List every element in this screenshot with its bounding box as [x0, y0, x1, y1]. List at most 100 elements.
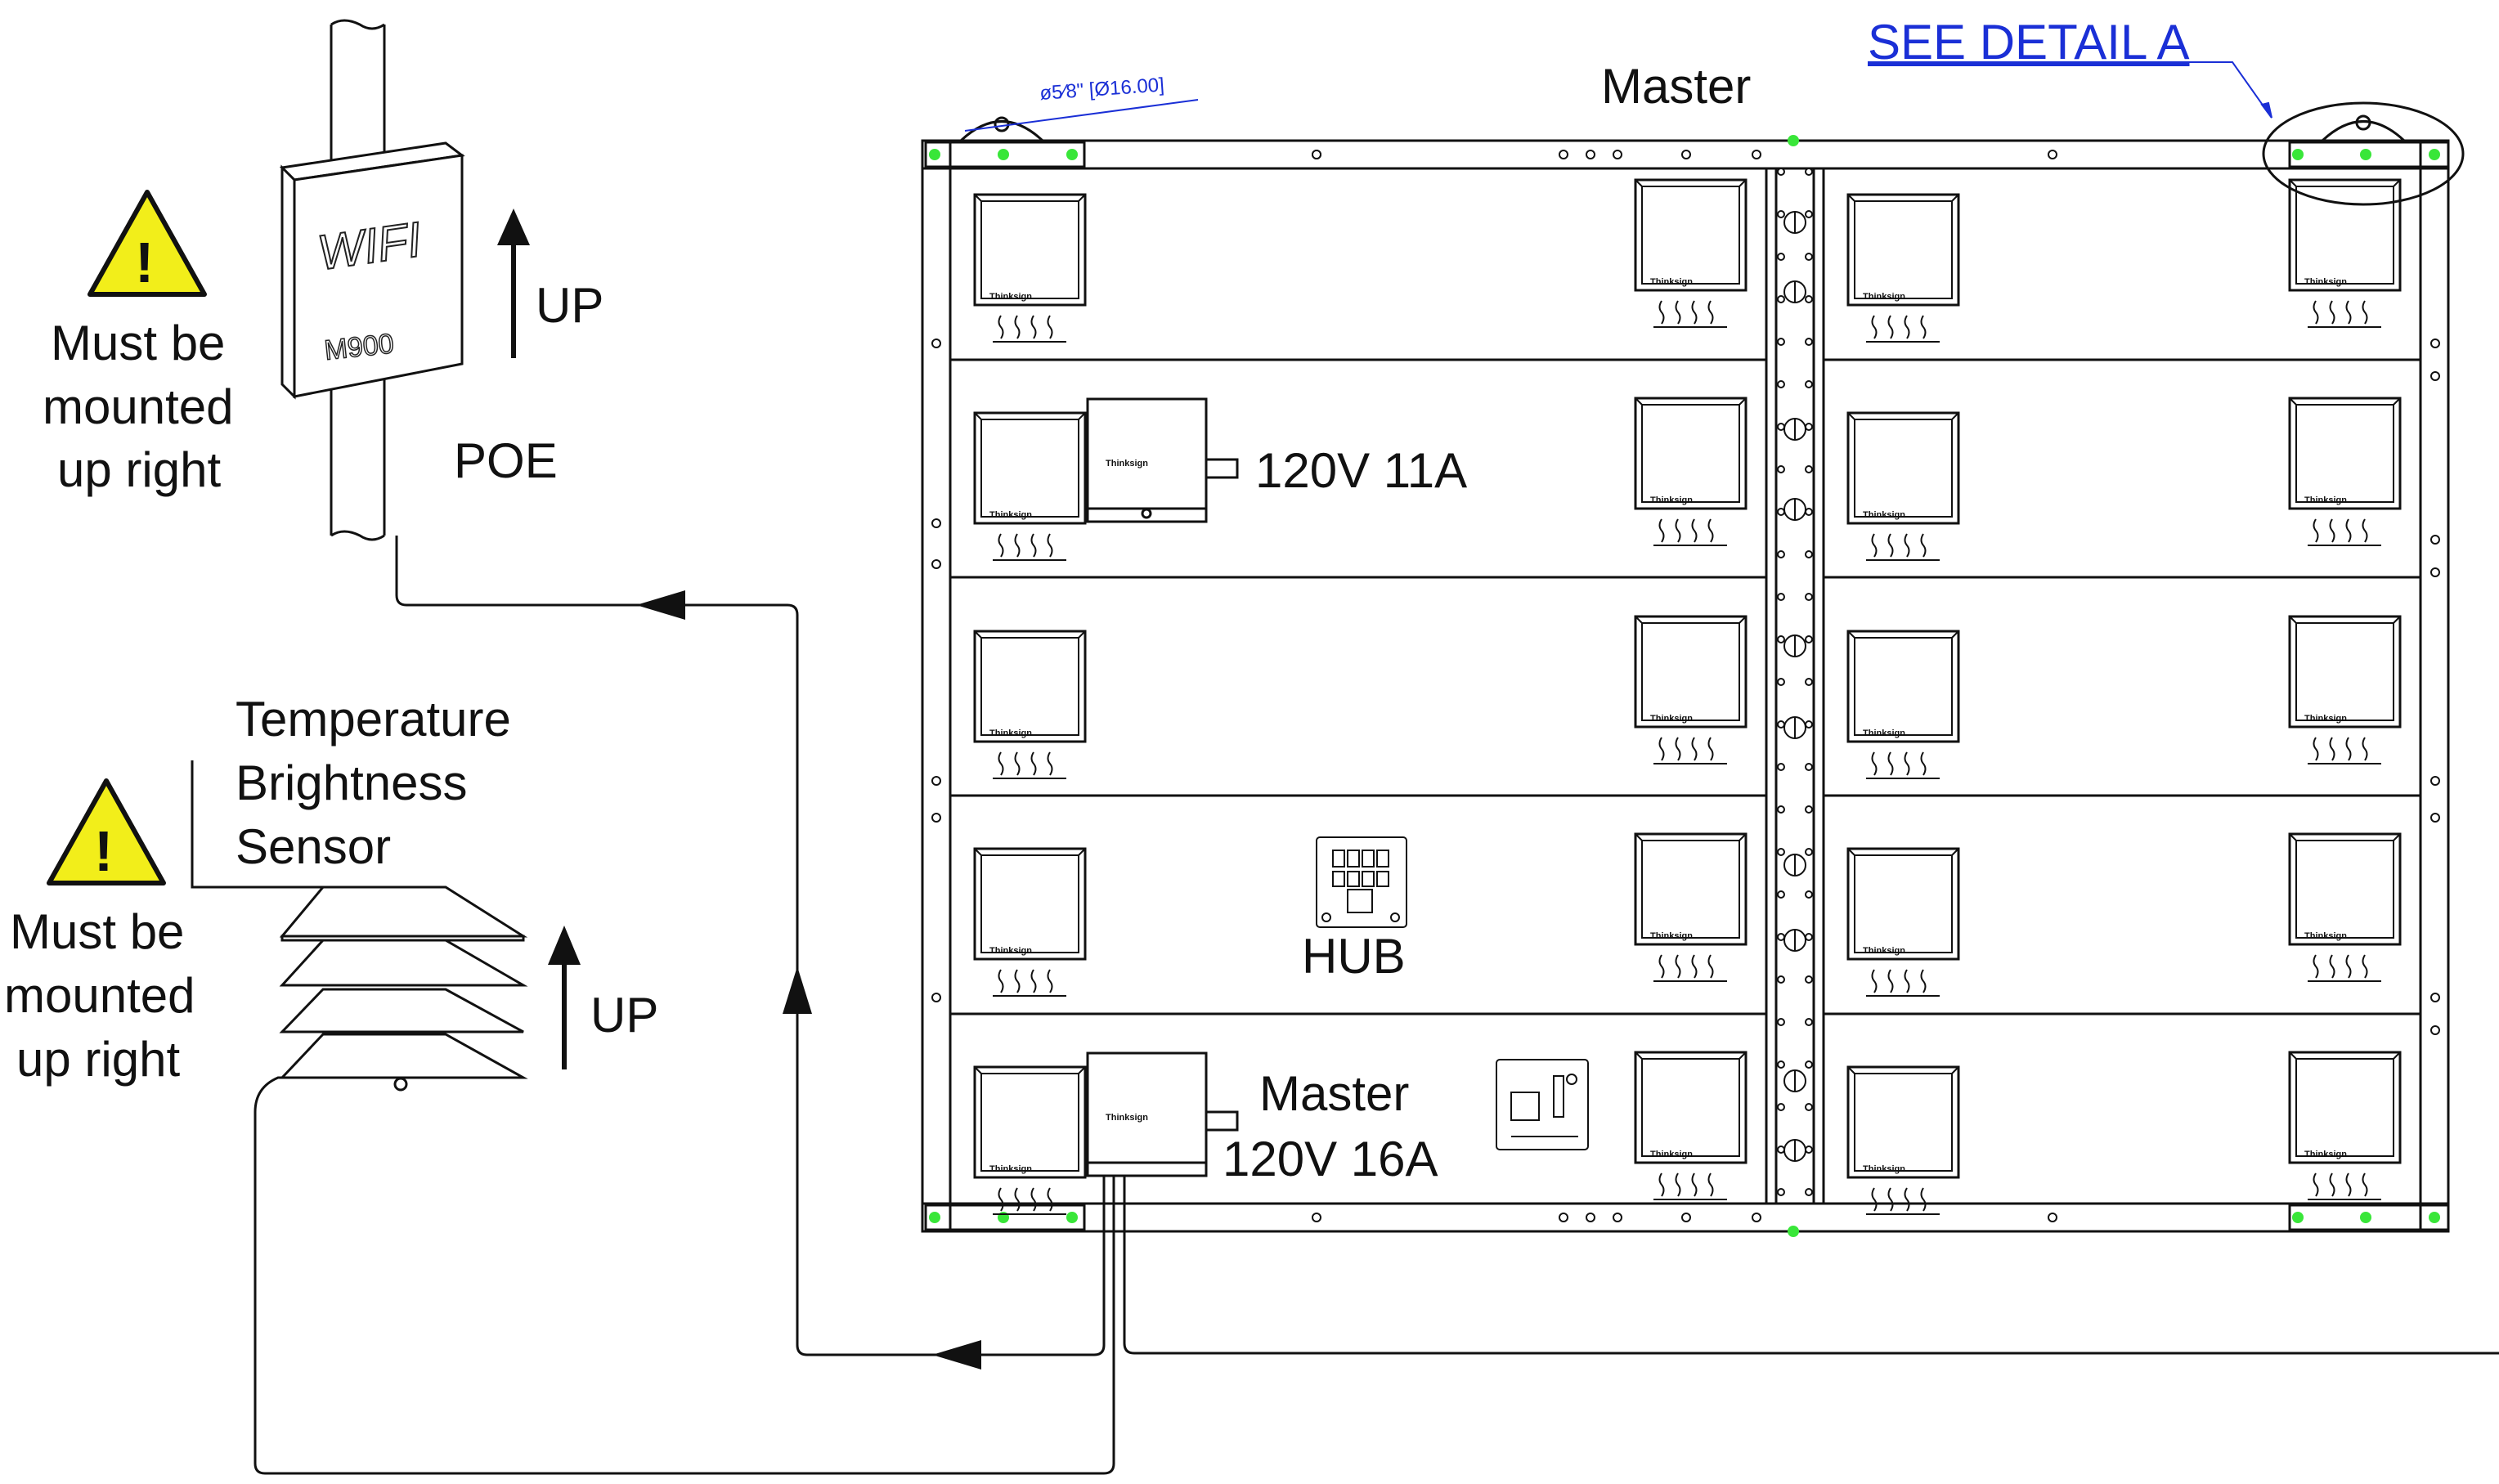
master-power-supply: Thinksign	[1086, 1051, 1239, 1177]
corner-brackets	[924, 114, 2450, 1231]
frame-hole	[2430, 993, 2440, 1002]
frame-hole	[931, 993, 941, 1002]
wifi-up-label: UP	[536, 278, 603, 333]
bar-hole	[1777, 550, 1785, 558]
rail-hole	[1613, 1213, 1622, 1222]
module-brand: Thinksign	[989, 292, 1032, 302]
module-brand: Thinksign	[1863, 1164, 1905, 1174]
led-module: Thinksign	[2288, 615, 2402, 764]
warning-1-line-1: Must be	[51, 316, 225, 370]
left-frame	[921, 139, 952, 1233]
bar-hole	[1805, 1146, 1813, 1154]
hub-board	[1316, 836, 1407, 928]
detail-a-circle	[2262, 101, 2465, 206]
bar-hole	[1777, 593, 1785, 601]
bar-hole	[1777, 678, 1785, 686]
module-brand: Thinksign	[989, 946, 1032, 956]
module-brand: Thinksign	[1863, 292, 1905, 302]
module-brand: Thinksign	[2304, 714, 2347, 724]
sensor-label-1: Temperature	[236, 692, 511, 746]
bar-hole	[1777, 253, 1785, 261]
module-brand: Thinksign	[1650, 277, 1693, 287]
see-detail-a-link[interactable]: SEE DETAIL A	[1868, 15, 2190, 69]
bar-hole	[1805, 1018, 1813, 1026]
bar-hole	[1777, 933, 1785, 941]
bar-hole	[1777, 805, 1785, 814]
module-brand: Thinksign	[1650, 931, 1693, 941]
warning-1-line-3: up right	[57, 442, 221, 497]
bar-hole	[1777, 380, 1785, 388]
bar-hole	[1805, 210, 1813, 218]
bar-hole	[1805, 593, 1813, 601]
fastener-point	[1788, 135, 1799, 146]
fastener-point	[1788, 1226, 1799, 1237]
bar-hole	[1805, 720, 1813, 729]
module-brand: Thinksign	[2304, 1150, 2347, 1159]
frame-hole	[2430, 776, 2440, 786]
bar-hole	[1777, 338, 1785, 346]
led-module: Thinksign	[2288, 178, 2402, 328]
wifi-up-arrow-icon	[497, 208, 530, 358]
ps2-brand: Thinksign	[1106, 1113, 1148, 1123]
bar-hole	[1805, 848, 1813, 856]
led-module: Thinksign	[2288, 1051, 2402, 1200]
receiver-card	[1496, 1059, 1589, 1150]
rail-hole	[1312, 1213, 1321, 1222]
dimension-leader	[964, 99, 1199, 132]
fastener-point	[2360, 149, 2371, 160]
module-brand: Thinksign	[2304, 931, 2347, 941]
frame-hole	[931, 559, 941, 569]
led-module: Thinksign	[2288, 832, 2402, 982]
led-module: Thinksign	[973, 411, 1087, 561]
poe-label: POE	[454, 433, 558, 488]
row-dividers	[950, 358, 2420, 1015]
fastener-point	[2292, 1212, 2304, 1223]
led-module: Thinksign	[1634, 397, 1748, 546]
svg-text:!: !	[94, 819, 113, 883]
center-bolts	[1783, 211, 1806, 1162]
fastener-points	[929, 135, 2440, 1237]
bar-hole	[1777, 763, 1785, 771]
fastener-point	[2429, 149, 2440, 160]
rail-hole	[1559, 1213, 1568, 1222]
bar-hole	[1805, 763, 1813, 771]
bar-hole	[1777, 720, 1785, 729]
bar-hole	[1805, 168, 1813, 176]
frame-holes	[931, 150, 2440, 1222]
bar-hole	[1805, 635, 1813, 643]
sensor-label-3: Sensor	[236, 819, 391, 874]
rail-hole	[2048, 1213, 2057, 1222]
right-frame	[2419, 139, 2450, 1233]
rail-hole	[2048, 150, 2057, 159]
frame-hole	[931, 338, 941, 348]
bar-hole	[1805, 1060, 1813, 1069]
fastener-point	[1066, 149, 1078, 160]
led-module: Thinksign	[1634, 178, 1748, 328]
led-module: Thinksign	[973, 193, 1087, 343]
led-module: Thinksign	[1846, 630, 1960, 779]
rail-hole	[1586, 150, 1595, 159]
module-brand: Thinksign	[2304, 495, 2347, 505]
bar-hole	[1777, 295, 1785, 303]
module-brand: Thinksign	[989, 1164, 1032, 1174]
sensor-cable	[253, 1076, 1115, 1475]
frame-hole	[931, 813, 941, 823]
warning-2-line-2: mounted	[4, 968, 195, 1023]
warning-icon: !	[87, 190, 207, 297]
bar-hole	[1777, 1060, 1785, 1069]
frame-hole	[931, 776, 941, 786]
frame-hole	[2430, 535, 2440, 545]
detail-leader	[1868, 61, 2272, 119]
temperature-brightness-sensor	[191, 760, 528, 1092]
rail-hole	[1312, 150, 1321, 159]
bar-hole	[1777, 210, 1785, 218]
fastener-point	[929, 149, 940, 160]
led-cabinet	[921, 139, 2450, 1233]
bar-hole	[1777, 975, 1785, 984]
rail-hole	[1681, 1213, 1691, 1222]
ps1-brand: Thinksign	[1106, 459, 1148, 469]
rail-hole	[1613, 150, 1622, 159]
wifi-antenna	[279, 19, 465, 541]
frame-hole	[2430, 371, 2440, 381]
rail-hole	[1559, 150, 1568, 159]
